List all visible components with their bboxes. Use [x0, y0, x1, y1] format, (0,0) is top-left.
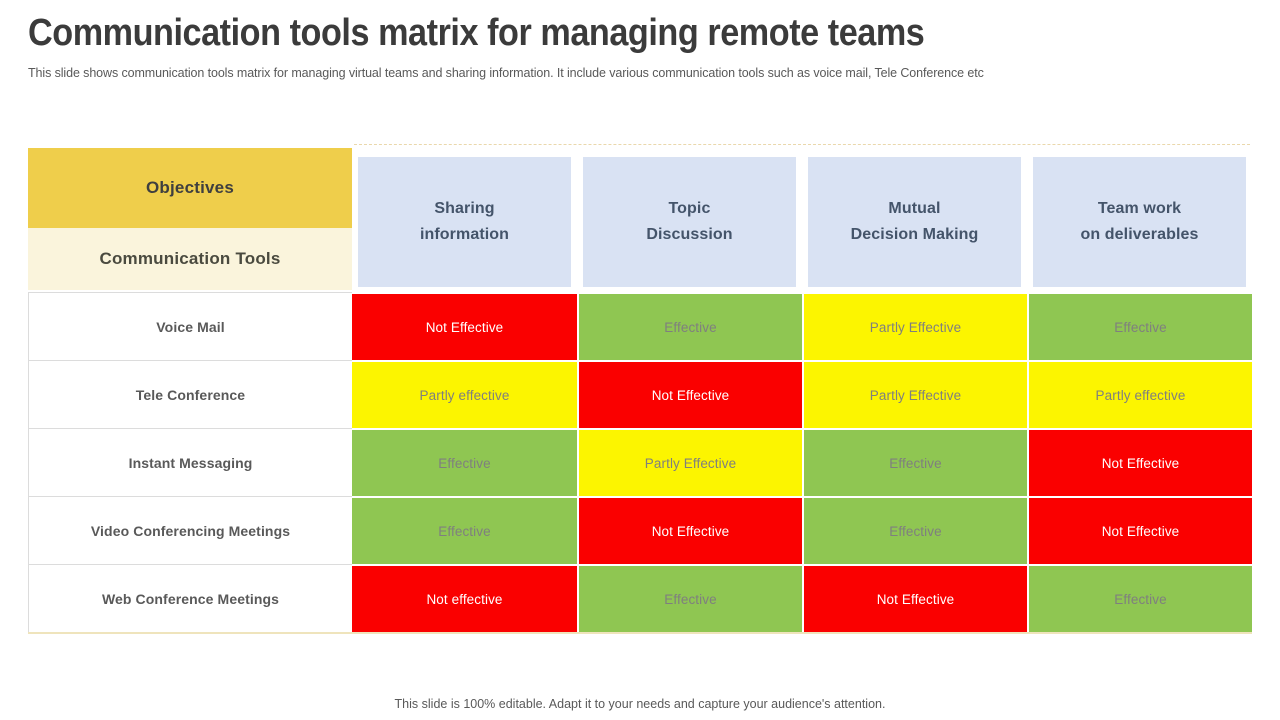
row-label-tele-conference: Tele Conference	[28, 360, 352, 428]
matrix-cell: Effective	[577, 564, 802, 632]
column-header-line: Mutual	[888, 200, 941, 218]
corner-objectives-header: Objectives	[28, 148, 352, 228]
page-subtitle: This slide shows communication tools mat…	[28, 66, 984, 80]
column-header-topic-discussion: Topic Discussion	[583, 157, 796, 287]
column-header-line: Team work	[1097, 200, 1182, 218]
matrix-cell: Not Effective	[1027, 496, 1252, 564]
matrix-cell: Partly effective	[352, 360, 577, 428]
row-label-voice-mail: Voice Mail	[28, 292, 352, 360]
column-header-line: on deliverables	[1080, 226, 1199, 243]
matrix-cell: Effective	[352, 496, 577, 564]
row-label-web-conference-meetings: Web Conference Meetings	[28, 564, 352, 632]
corner-communication-tools-header: Communication Tools	[28, 228, 352, 290]
matrix-cell: Partly Effective	[802, 360, 1027, 428]
row-label-instant-messaging: Instant Messaging	[28, 428, 352, 496]
column-header-line: Sharing	[434, 200, 495, 218]
matrix-cell: Effective	[802, 496, 1027, 564]
footer-note: This slide is 100% editable. Adapt it to…	[394, 697, 886, 711]
column-header-line: information	[419, 226, 510, 243]
matrix-cell: Not Effective	[802, 564, 1027, 632]
matrix-cell: Partly effective	[1027, 360, 1252, 428]
matrix-cell: Not Effective	[352, 292, 577, 360]
column-header-line: Discussion	[646, 226, 733, 243]
matrix-cell: Effective	[577, 292, 802, 360]
row-label-video-conferencing-meetings: Video Conferencing Meetings	[28, 496, 352, 564]
matrix-cell: Effective	[1027, 292, 1252, 360]
column-header-sharing-information: Sharing information	[358, 157, 571, 287]
matrix-cell: Not Effective	[577, 360, 802, 428]
matrix-cell: Effective	[352, 428, 577, 496]
matrix-cell: Not Effective	[1027, 428, 1252, 496]
communication-tools-matrix: Objectives Communication Tools Sharing i…	[28, 144, 1252, 634]
column-header-line: Decision Making	[850, 226, 979, 243]
column-header-mutual-decision-making: Mutual Decision Making	[808, 157, 1021, 287]
matrix-cell: Effective	[1027, 564, 1252, 632]
matrix-cell: Not effective	[352, 564, 577, 632]
matrix-cell: Not Effective	[577, 496, 802, 564]
column-header-team-work-on-deliverables: Team work on deliverables	[1033, 157, 1246, 287]
page-title: Communication tools matrix for managing …	[28, 12, 925, 54]
matrix-cell: Partly Effective	[802, 292, 1027, 360]
matrix-corner: Objectives Communication Tools	[28, 148, 352, 292]
column-header-line: Topic	[668, 200, 711, 218]
matrix-cell: Partly Effective	[577, 428, 802, 496]
matrix-cell: Effective	[802, 428, 1027, 496]
